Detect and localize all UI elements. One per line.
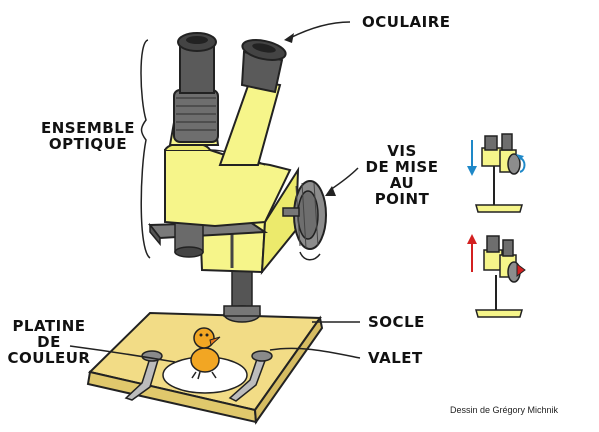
oculaire-arrowhead bbox=[284, 33, 294, 43]
label-ensemble-optique: ENSEMBLE OPTIQUE bbox=[40, 120, 136, 152]
label-platine-line2: DE bbox=[37, 333, 61, 351]
stage-clip-right bbox=[228, 350, 273, 402]
mini-diagram-bottom bbox=[467, 234, 526, 318]
label-vis-line1: VIS bbox=[387, 142, 417, 160]
annotation-lines bbox=[69, 21, 361, 363]
duck-sample bbox=[190, 327, 221, 380]
label-platine-line3: COULEUR bbox=[7, 349, 91, 367]
label-ensemble-optique-line1: ENSEMBLE bbox=[40, 119, 135, 137]
label-socle: SOCLE bbox=[368, 313, 425, 331]
label-oculaire: OCULAIRE bbox=[362, 13, 451, 31]
label-vis-line2: DE MISE bbox=[365, 158, 439, 176]
objectives bbox=[174, 221, 204, 258]
label-valet: VALET bbox=[368, 349, 423, 367]
label-vis-line4: POINT bbox=[374, 190, 430, 208]
column bbox=[223, 269, 261, 323]
label-ensemble-optique-line2: OPTIQUE bbox=[48, 135, 128, 153]
label-vis-line3: AU bbox=[389, 174, 415, 192]
label-vis-mise-au-point: VIS DE MISE AU POINT bbox=[362, 143, 442, 207]
focus-arrowhead bbox=[325, 186, 336, 196]
eyepiece-left bbox=[168, 32, 220, 146]
eyepiece-right bbox=[218, 39, 287, 166]
label-platine-line1: PLATINE bbox=[12, 317, 86, 335]
focus-knob bbox=[282, 180, 327, 261]
mini-diagram-top bbox=[467, 133, 526, 213]
label-platine-couleur: PLATINE DE COULEUR bbox=[4, 318, 94, 366]
drawing-credit: Dessin de Grégory Michnik bbox=[450, 405, 559, 415]
